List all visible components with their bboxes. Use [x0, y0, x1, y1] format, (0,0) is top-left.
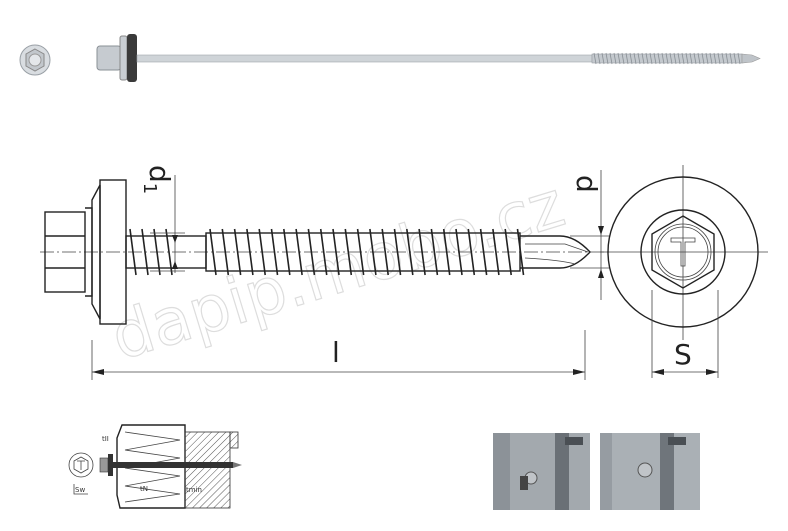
- thread-line: [295, 228, 303, 276]
- thread-line: [653, 52, 657, 65]
- thread-line: [233, 228, 242, 276]
- thread-line: [319, 228, 328, 276]
- screw-side-photo: [96, 34, 761, 82]
- label-s: S: [674, 338, 692, 371]
- thread-line: [479, 228, 488, 276]
- thread-line: [381, 228, 389, 276]
- application-photo-1: [493, 433, 590, 510]
- thread-line: [685, 52, 689, 65]
- screw-head-photo: [19, 44, 51, 76]
- thread-line: [442, 228, 451, 276]
- thread-line: [649, 52, 653, 65]
- screw-front-drawing: [600, 165, 768, 378]
- thread-line: [713, 52, 717, 65]
- thread-line: [141, 228, 149, 276]
- thread-line: [737, 52, 741, 65]
- thread-line: [129, 228, 137, 276]
- thread-line: [209, 228, 217, 276]
- thread-line: [709, 52, 713, 65]
- installation-diagram: [68, 424, 242, 509]
- thread-line: [613, 52, 617, 65]
- thread-line: [246, 228, 254, 276]
- label-t-mid: tN: [140, 485, 148, 493]
- label-sw: Sw: [75, 486, 85, 494]
- thread-line: [705, 52, 709, 65]
- thread-line: [697, 52, 701, 65]
- application-photo-2: [600, 433, 700, 510]
- thread-line: [661, 52, 665, 65]
- thread-line: [406, 228, 414, 276]
- thread-line: [307, 228, 316, 276]
- thread-line: [729, 52, 733, 65]
- thread-line: [597, 52, 601, 65]
- thread-line: [153, 228, 161, 276]
- thread-line: [733, 52, 737, 65]
- thread-line: [492, 228, 500, 276]
- thread-line: [430, 228, 439, 276]
- screw-side-drawing: [40, 170, 610, 380]
- thread-line: [605, 52, 609, 65]
- thread-line: [621, 52, 625, 65]
- thread-line: [609, 52, 613, 65]
- thread-line: [677, 52, 681, 65]
- thread-line: [645, 52, 649, 65]
- thread-line: [633, 52, 637, 65]
- thread-line: [725, 52, 729, 65]
- thread-line: [601, 52, 605, 65]
- thread-line: [629, 52, 633, 65]
- thread-line: [504, 228, 512, 276]
- thread-line: [270, 228, 279, 276]
- thread-line: [689, 52, 693, 65]
- thread-line: [625, 52, 629, 65]
- thread-line: [641, 52, 645, 65]
- label-d: d: [570, 175, 603, 193]
- thread-line: [165, 228, 173, 276]
- label-l: l: [332, 336, 340, 369]
- thread-line: [669, 52, 673, 65]
- thread-line: [221, 228, 230, 276]
- thread-line: [467, 228, 476, 276]
- thread-line: [721, 52, 725, 65]
- thread-line: [657, 52, 661, 65]
- thread-line: [332, 228, 340, 276]
- thread-line: [455, 228, 463, 276]
- thread-line: [283, 228, 291, 276]
- thread-line: [681, 52, 685, 65]
- thread-line: [369, 228, 377, 276]
- thread-line: [717, 52, 721, 65]
- thread-line: [637, 52, 641, 65]
- label-t-min: tmin: [186, 486, 202, 494]
- thread-line: [393, 228, 402, 276]
- thread-line: [617, 52, 621, 65]
- thread-line: [344, 228, 353, 276]
- thread-line: [356, 228, 365, 276]
- thread-line: [673, 52, 677, 65]
- thread-line: [258, 228, 266, 276]
- thread-line: [665, 52, 669, 65]
- thread-line: [418, 228, 426, 276]
- label-d1: d1: [139, 165, 176, 194]
- thread-line: [701, 52, 705, 65]
- thread-line: [593, 52, 597, 65]
- thread-line: [693, 52, 697, 65]
- thread-line: [516, 228, 525, 276]
- label-t-top: tII: [102, 435, 109, 443]
